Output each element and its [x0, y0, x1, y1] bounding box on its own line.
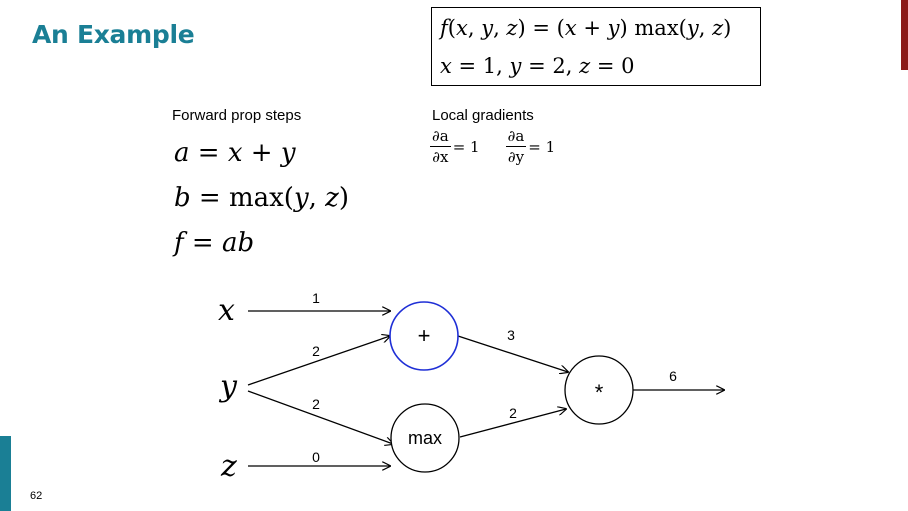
grad-a-x-numerator: ∂a [430, 127, 451, 147]
grad-a-x: ∂a ∂x [430, 126, 451, 167]
forward-step-a: a = x + y [174, 138, 296, 168]
edge-y-max-value: 2 [312, 396, 320, 412]
edge-y-to-max [247, 390, 393, 444]
function-definition-box: f(x, y, z) = (x + y) max(y, z) x = 1, y … [431, 7, 761, 86]
forward-prop-heading: Forward prop steps [172, 107, 302, 124]
plus-node-label: + [418, 323, 431, 348]
edge-max-mult-value: 2 [509, 405, 517, 421]
grad-a-y-value: = 1 [528, 137, 556, 156]
output-value: 6 [669, 368, 677, 384]
edge-y-to-plus [247, 336, 390, 386]
input-x-label: x [218, 293, 235, 328]
grad-a-y-denominator: ∂y [507, 148, 525, 166]
local-gradients-heading: Local gradients [432, 107, 534, 124]
forward-step-f: f = ab [174, 228, 255, 258]
mult-node [564, 355, 634, 425]
grad-a-y: ∂a ∂y [505, 126, 527, 167]
input-y-label: y [218, 369, 238, 404]
max-node [390, 403, 460, 473]
edge-y-plus-value: 2 [312, 343, 320, 359]
max-node-label: max [408, 428, 442, 448]
grad-a-y-numerator: ∂a [505, 127, 527, 147]
edge-z-max-value: 0 [312, 449, 320, 465]
edge-plus-mult-value: 3 [507, 327, 515, 343]
grad-a-x-denominator: ∂x [432, 148, 449, 166]
input-z-label: z [220, 449, 237, 484]
mult-node-label: * [595, 380, 604, 405]
forward-step-b: b = max(y, z) [174, 183, 350, 213]
plus-node [389, 301, 459, 371]
local-gradients: ∂a ∂x = 1 ∂a ∂y = 1 [430, 126, 559, 167]
grad-a-x-value: = 1 [452, 137, 480, 156]
slide-title: An Example [32, 20, 195, 49]
edge-plus-to-mult [457, 335, 568, 372]
input-values: x = 1, y = 2, z = 0 [440, 54, 635, 78]
page-number: 62 [30, 490, 43, 502]
edge-max-to-mult [459, 409, 566, 438]
function-equation: f(x, y, z) = (x + y) max(y, z) [440, 16, 732, 40]
edge-x-plus-value: 1 [312, 290, 320, 306]
left-accent-bar [0, 436, 11, 511]
right-accent-bar [901, 0, 908, 70]
